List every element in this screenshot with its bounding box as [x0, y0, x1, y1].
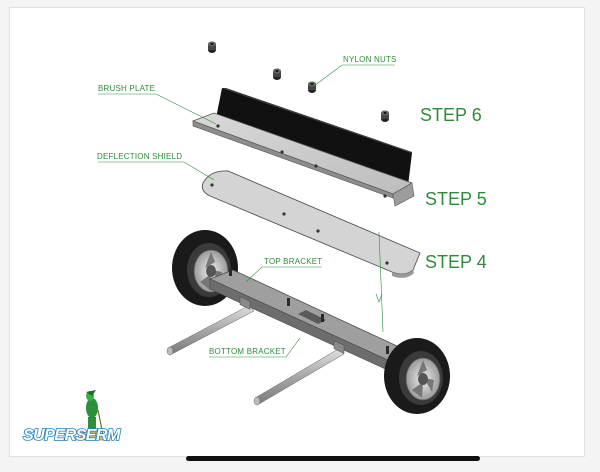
home-indicator[interactable]	[186, 456, 480, 461]
step-6-label: STEP 6	[420, 105, 482, 125]
bottom-bracket-rod	[166, 304, 255, 356]
nylon-nuts-label: NYLON NUTS	[343, 55, 397, 64]
step-4-label: STEP 4	[425, 252, 487, 272]
brush-plate-label: BRUSH PLATE	[98, 84, 155, 93]
callout-leaders	[98, 64, 395, 358]
top-bracket-label: TOP BRACKET	[264, 257, 322, 266]
deflection-shield	[201, 170, 421, 278]
nylon-nut	[308, 81, 316, 93]
nylon-nut	[381, 110, 389, 122]
deflection-shield-label: DEFLECTION SHIELD	[97, 152, 182, 161]
top-bracket	[208, 268, 411, 373]
nylon-nut	[273, 68, 281, 80]
sweeper-mascot-icon	[79, 390, 105, 441]
right-wheel	[384, 338, 450, 414]
explode-guide-lines	[375, 231, 384, 333]
bottom-bracket-label: BOTTOM BRACKET	[209, 347, 286, 356]
nylon-nut	[208, 41, 216, 53]
step-5-label: STEP 5	[425, 189, 487, 209]
logo-wordmark: SUPERSERM	[23, 427, 121, 444]
bottom-bracket-rod	[253, 347, 345, 406]
brand-logo: SUPERSERM	[22, 390, 122, 445]
brush-plate	[191, 88, 415, 207]
